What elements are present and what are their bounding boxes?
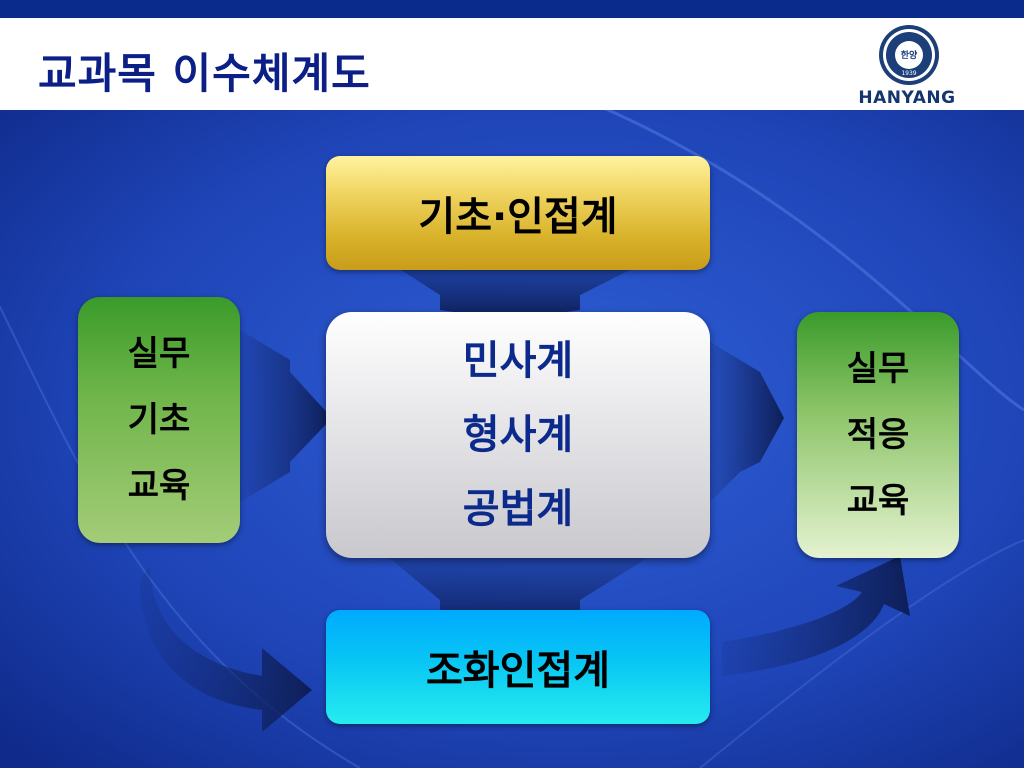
harmonized-adjacent-label: 조화인접계 (426, 648, 610, 694)
university-logo: 한양 1939 HANYANG UNIVERSITY (800, 24, 1014, 128)
core-field-criminal: 형사계 (462, 412, 574, 458)
practice-adaptation-line-3: 교육 (846, 481, 910, 521)
practice-basics-box: 실무 기초 교육 (78, 297, 240, 543)
practice-basics-line-3: 교육 (127, 466, 191, 506)
diagram-area: 기초·인접계 민사계 형사계 공법계 조화인접계 실무 기초 교육 실무 적응 … (0, 110, 1024, 768)
slide-title: 교과목 이수체계도 (38, 49, 371, 98)
practice-adaptation-line-2: 적응 (846, 415, 910, 455)
harmonized-adjacent-box: 조화인접계 (326, 610, 710, 724)
arrow-left-to-center (240, 330, 332, 502)
basic-adjacent-label: 기초·인접계 (418, 194, 618, 240)
core-fields-box: 민사계 형사계 공법계 (326, 312, 710, 558)
top-stripe (0, 0, 1024, 18)
university-seal-icon: 한양 1939 (879, 25, 939, 85)
arrow-bottom-to-right (722, 556, 910, 676)
practice-basics-line-1: 실무 (127, 334, 191, 374)
core-field-public: 공법계 (462, 486, 574, 532)
core-field-civil: 민사계 (462, 338, 574, 384)
basic-adjacent-box: 기초·인접계 (326, 156, 710, 270)
seal-year: 1939 (901, 70, 916, 77)
practice-adaptation-box: 실무 적응 교육 (797, 312, 959, 558)
practice-adaptation-line-1: 실무 (846, 349, 910, 389)
practice-basics-line-2: 기초 (127, 400, 191, 440)
arrow-center-to-right (710, 342, 784, 502)
slide-header: 교과목 이수체계도 한양 1939 HANYANG UNIVERSITY (0, 18, 1024, 128)
arrow-left-to-bottom (140, 566, 312, 732)
seal-text: 한양 (901, 49, 918, 61)
